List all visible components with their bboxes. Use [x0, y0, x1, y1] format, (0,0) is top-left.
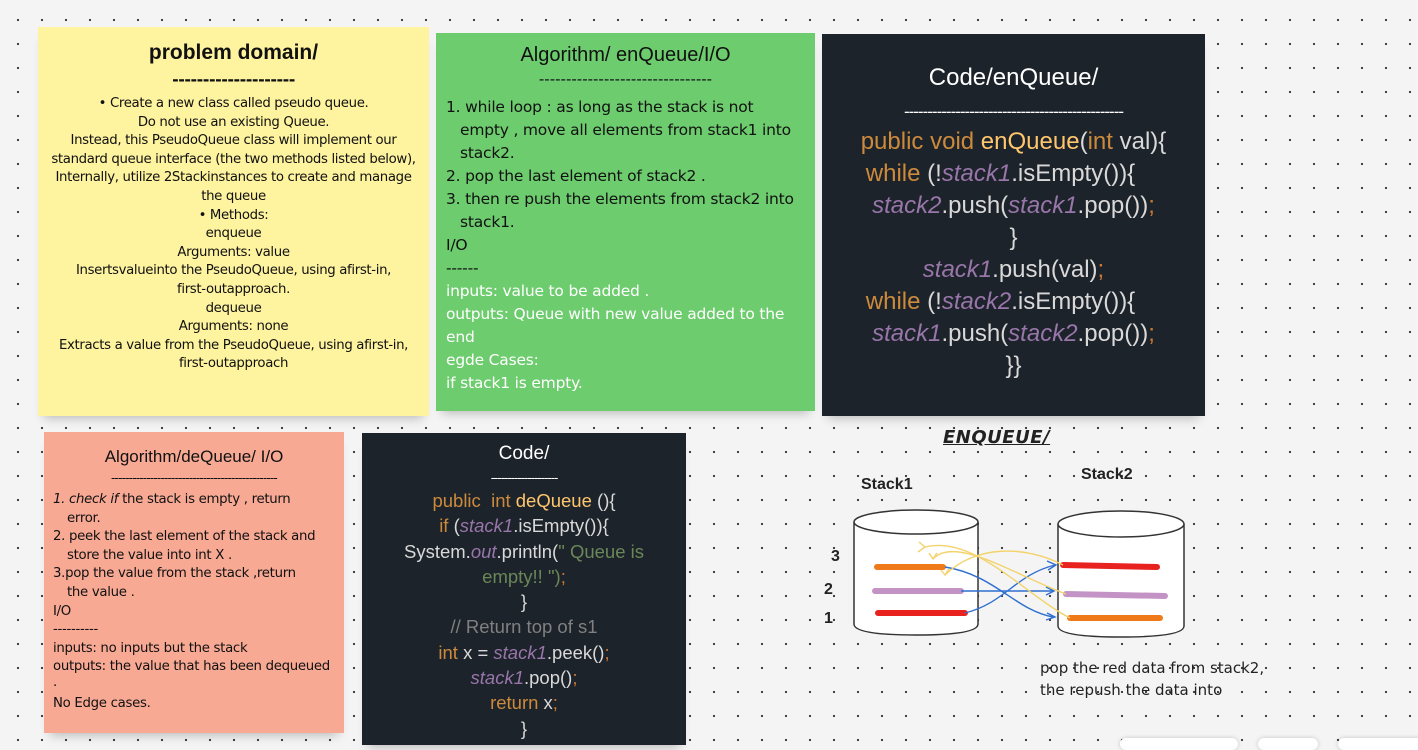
steps-list: 1. while loop : as long as the stack is … [436, 96, 815, 280]
line: standard queue interface (the two method… [51, 151, 416, 167]
step: I/O [446, 236, 468, 254]
line: Arguments: none [178, 319, 289, 335]
stack2-purple-bar [1063, 591, 1168, 599]
step: ------ [446, 259, 479, 277]
step-cont: the value . [67, 584, 135, 600]
line: the queue [201, 188, 266, 204]
code-line: public void enQueue(int val){ [860, 128, 1167, 155]
code-line: } [1009, 224, 1018, 251]
io-line: if stack1 is empty. [446, 374, 583, 392]
code-line: stack1.push(stack2.pop()); [872, 320, 1155, 347]
line: Do not use an existing Queue. [137, 114, 330, 130]
code-line: System.out.println(" Queue is [403, 540, 644, 562]
step: 3. then re push the elements from stack2… [446, 190, 794, 231]
caption-line: the repush the data into [1040, 681, 1223, 699]
yellow-arrows [917, 541, 1071, 619]
line: dequeue [205, 300, 262, 316]
note-title: Code/enQueue/ [928, 64, 1099, 91]
stack1-label: Stack1 [861, 476, 913, 493]
zoom-toolbar[interactable] [1120, 738, 1238, 750]
algorithm-dequeue-note[interactable]: Algorithm/deQueue/ I/O -----------------… [44, 432, 344, 733]
code-line: stack2.push(stack1.pop()); [872, 192, 1155, 219]
level-label: 3 [831, 548, 840, 565]
line: • Create a new class called pseudo queue… [98, 96, 369, 111]
stack2-cylinder [1057, 510, 1185, 638]
note-body: • Create a new class called pseudo queue… [38, 95, 429, 374]
stack1-cylinder [853, 509, 979, 636]
code-line: }} [1005, 352, 1022, 379]
code-dequeue-note[interactable]: Code/ -------------------- public int de… [362, 433, 686, 745]
step: 1. check if the stack is empty , return [53, 492, 291, 507]
step: 1. while loop : as long as the stack is … [446, 98, 791, 162]
toolbar-button[interactable] [1258, 738, 1318, 750]
divider: -------------------- [172, 70, 295, 89]
divider: ----------------------------------------… [111, 471, 278, 485]
stacks-drawing [853, 509, 1185, 638]
divider: ---------- [53, 622, 98, 638]
divider: -------------------------------- [538, 70, 713, 88]
code-line: while (!stack2.isEmpty()){ [865, 288, 1136, 315]
level-label: 1 [824, 610, 833, 627]
note-title: Algorithm/ enQueue/I/O [520, 44, 731, 66]
diagram-title: ENQUEUE/ [943, 427, 1051, 448]
io-line: outputs: Queue with new value added to t… [446, 305, 785, 346]
level-label: 2 [824, 581, 833, 598]
blue-arrows [944, 560, 1058, 621]
stack2-label: Stack2 [1081, 466, 1133, 483]
code-block: public int deQueue (){ if (stack1.isEmpt… [362, 488, 686, 741]
enqueue-diagram[interactable]: ENQUEUE/ Stack1 Stack2 3 2 1 [815, 425, 1285, 705]
line: Internally, utilize 2Stackinstances to c… [55, 170, 412, 186]
code-line: if (stack1.isEmpty()){ [439, 515, 609, 537]
line: first-outapproach. [177, 281, 290, 297]
line: Arguments: value [177, 244, 290, 260]
code-line: return x; [490, 692, 558, 714]
code-line: } [520, 717, 528, 739]
code-line: while (!stack1.isEmpty()){ [865, 160, 1136, 187]
code-enqueue-note[interactable]: Code/enQueue/ --------------------------… [822, 34, 1205, 416]
io-line: inputs: no inputs but the stack [53, 640, 248, 656]
code-block: public void enQueue(int val){ while (!st… [822, 126, 1205, 382]
step: 3.pop the value from the stack ,return [53, 566, 296, 582]
step-cont: store the value into int X . [67, 547, 232, 563]
code-line: empty!! "); [482, 565, 566, 587]
line: Insertsvalueinto the PseudoQueue, using … [75, 263, 392, 279]
code-line: public int deQueue (){ [432, 490, 616, 511]
step: 2. peek the last element of the stack an… [53, 529, 316, 545]
divider: -------------------- [490, 470, 559, 485]
io-line: egde Cases: [446, 351, 539, 369]
diagram-caption: pop the red data from stack2, the repush… [1040, 657, 1264, 701]
step: 2. pop the last element of stack2 . [446, 167, 706, 185]
caption-line: pop the red data from stack2, [1040, 659, 1265, 677]
note-title: problem domain/ [148, 41, 319, 64]
stack2-red-bar [1060, 562, 1160, 570]
step-cont: error. [67, 510, 101, 526]
io-line: . [53, 674, 57, 690]
code-line: stack1.pop(); [470, 667, 578, 689]
line: Instead, this PseudoQueue class will imp… [70, 133, 397, 149]
line: first-outapproach [178, 356, 289, 372]
code-line: } [520, 591, 528, 613]
io-label: I/O [53, 603, 71, 619]
code-line: int x = stack1.peek(); [438, 641, 610, 663]
io-line: outputs: the value that has been dequeue… [53, 659, 330, 675]
note-title: Code/ [498, 443, 550, 464]
line: • Methods: [198, 207, 269, 223]
io-line: No Edge cases. [53, 695, 151, 711]
note-title: Algorithm/deQueue/ I/O [104, 447, 284, 466]
code-comment: // Return top of s1 [450, 616, 598, 638]
problem-domain-note[interactable]: problem domain/ -------------------- • C… [38, 27, 429, 416]
line: Extracts a value from the PseudoQueue, u… [58, 337, 409, 353]
line: enqueue [205, 226, 262, 242]
algorithm-enqueue-note[interactable]: Algorithm/ enQueue/I/O -----------------… [436, 33, 815, 411]
toolbar-button[interactable] [1338, 738, 1418, 750]
code-line: stack1.push(val); [922, 256, 1105, 283]
io-line: inputs: value to be added . [446, 282, 650, 300]
divider: ----------------------------------------… [903, 102, 1124, 121]
